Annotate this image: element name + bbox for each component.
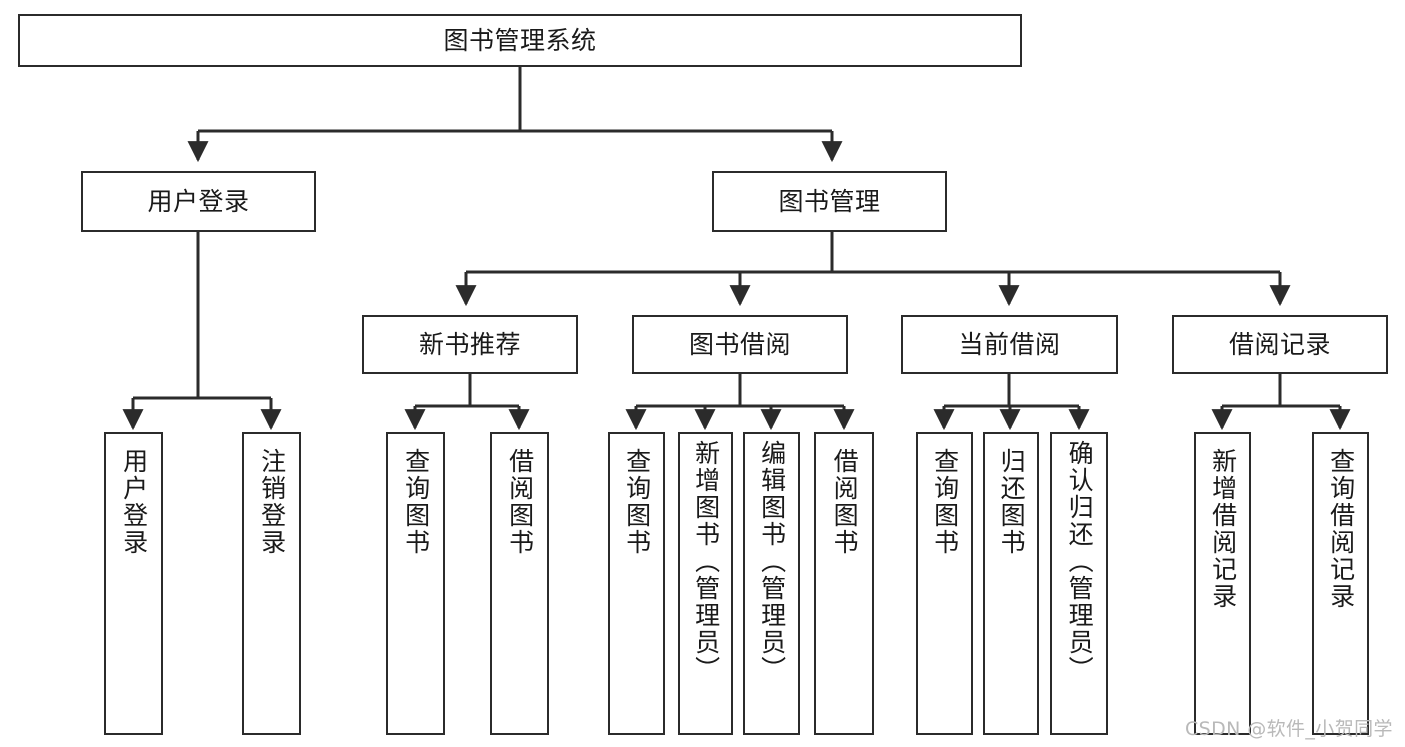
- node-label: 用户登录: [147, 186, 250, 216]
- node-label: 图书管理: [778, 186, 881, 216]
- node-leaf-query-book-3[interactable]: 查询图书: [916, 432, 973, 735]
- node-label: 归还图书: [997, 448, 1027, 556]
- node-book-manage[interactable]: 图书管理: [712, 171, 947, 232]
- node-leaf-borrow-book-2[interactable]: 借阅图书: [814, 432, 874, 735]
- csdn-watermark: CSDN @软件_小贺同学: [1185, 718, 1393, 740]
- node-leaf-borrow-book-1[interactable]: 借阅图书: [490, 432, 549, 735]
- node-label: 借阅记录: [1228, 329, 1331, 359]
- node-label: 借阅图书: [830, 448, 860, 556]
- node-label: 注销登录: [257, 448, 287, 556]
- node-leaf-logout[interactable]: 注销登录: [242, 432, 301, 735]
- node-label: 用户登录: [119, 448, 149, 556]
- node-label: 查询借阅记录: [1326, 448, 1356, 610]
- node-leaf-edit-book[interactable]: 编辑图书（管理员）: [743, 432, 800, 735]
- node-leaf-confirm-return[interactable]: 确认归还（管理员）: [1050, 432, 1108, 735]
- node-label: 借阅图书: [505, 448, 535, 556]
- node-label: 查询图书: [622, 448, 652, 556]
- node-new-book-recommend[interactable]: 新书推荐: [362, 315, 578, 374]
- node-leaf-query-book-1[interactable]: 查询图书: [386, 432, 445, 735]
- node-label: 图书借阅: [688, 329, 791, 359]
- node-label: 新增借阅记录: [1208, 448, 1238, 610]
- node-label: 查询图书: [401, 448, 431, 556]
- node-leaf-user-login[interactable]: 用户登录: [104, 432, 163, 735]
- node-label: 图书管理系统: [443, 25, 597, 55]
- node-label: 新书推荐: [418, 329, 521, 359]
- node-root-book-management-system[interactable]: 图书管理系统: [18, 14, 1022, 67]
- node-label: 当前借阅: [958, 329, 1061, 359]
- node-label: 确认归还（管理员）: [1065, 440, 1095, 683]
- node-user-login[interactable]: 用户登录: [81, 171, 316, 232]
- node-label: 查询图书: [930, 448, 960, 556]
- node-leaf-return-book[interactable]: 归还图书: [983, 432, 1039, 735]
- node-current-borrow[interactable]: 当前借阅: [901, 315, 1118, 374]
- node-leaf-add-book[interactable]: 新增图书（管理员）: [678, 432, 733, 735]
- node-leaf-add-record[interactable]: 新增借阅记录: [1194, 432, 1251, 735]
- node-book-borrow[interactable]: 图书借阅: [632, 315, 848, 374]
- node-label: 编辑图书（管理员）: [757, 440, 787, 683]
- node-borrow-record[interactable]: 借阅记录: [1172, 315, 1388, 374]
- node-label: 新增图书（管理员）: [691, 440, 721, 683]
- node-leaf-query-book-2[interactable]: 查询图书: [608, 432, 665, 735]
- node-leaf-query-record[interactable]: 查询借阅记录: [1312, 432, 1369, 735]
